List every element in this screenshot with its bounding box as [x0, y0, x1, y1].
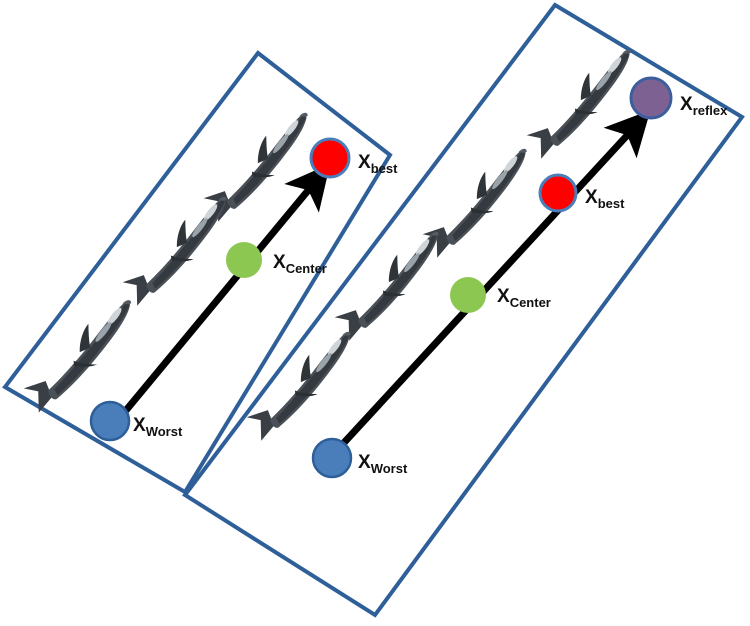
left-whale-top [190, 111, 333, 223]
right-center-node[interactable] [450, 277, 486, 313]
right-best-label-main: X [585, 187, 598, 208]
right-reflex-label-sub: reflex [693, 103, 728, 118]
left-center-node[interactable] [226, 242, 262, 278]
right-panel-group: Xreflex Xbest XCenter XWorst [182, 2, 745, 618]
left-center-label-main: X [273, 252, 286, 273]
left-worst-node[interactable] [89, 400, 131, 442]
left-panel-outline [2, 50, 393, 495]
right-best-label-sub: best [598, 196, 625, 211]
right-whale-low [233, 330, 376, 442]
left-panel-group: Xbest XCenter XWorst [2, 50, 398, 495]
left-worst-label: XWorst [133, 415, 183, 439]
right-reflex-label: Xreflex [680, 94, 728, 118]
right-panel-outline [182, 2, 745, 618]
right-worst-label-main: X [358, 452, 371, 473]
left-worst-label-main: X [133, 415, 146, 436]
left-best-label-sub: best [371, 161, 398, 176]
left-center-label-sub: Center [286, 261, 327, 276]
left-worst-label-sub: Worst [146, 424, 183, 439]
right-center-label: XCenter [497, 286, 551, 310]
right-worst-node[interactable] [311, 437, 353, 479]
left-reflection-arrow [115, 163, 331, 423]
right-reflex-label-main: X [680, 94, 693, 115]
right-worst-label-sub: Worst [371, 461, 408, 476]
right-reflection-arrow [337, 109, 651, 450]
left-best-label: Xbest [358, 152, 398, 176]
right-best-node[interactable] [538, 173, 578, 213]
right-best-label: Xbest [585, 187, 625, 211]
left-center-label: XCenter [273, 252, 327, 276]
left-best-node[interactable] [309, 137, 351, 179]
right-center-label-sub: Center [510, 295, 551, 310]
right-reflex-node[interactable] [629, 76, 673, 120]
left-best-label-main: X [358, 152, 371, 173]
right-center-label-main: X [497, 286, 510, 307]
right-worst-label: XWorst [358, 452, 408, 476]
